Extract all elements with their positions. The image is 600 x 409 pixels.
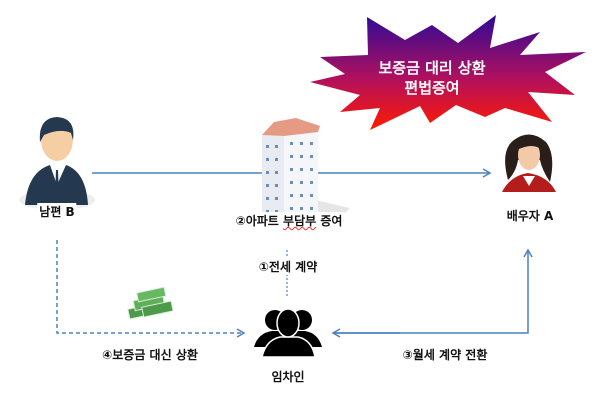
callout-line-2: 편법증여: [404, 79, 460, 97]
apartment-gift-label: ②아파트 부담부 증여: [233, 212, 345, 229]
spouse-icon: [502, 134, 556, 192]
starburst-shape: [310, 15, 586, 130]
monthly-label: ③월세 계약 전환: [400, 346, 490, 363]
callout-line-1: 보증금 대리 상환: [378, 59, 486, 77]
husband-icon: [19, 117, 95, 210]
monthly-contract-arrow-up: [333, 248, 533, 334]
repay-arrow: [56, 240, 246, 338]
starburst-callout: 보증금 대리 상환 편법증여: [378, 58, 485, 98]
husband-label: 남편 B: [37, 203, 77, 220]
spouse-label: 배우자 A: [504, 207, 556, 224]
apartment-building-icon: [262, 118, 350, 228]
apartment-prefix: ②아파트: [235, 214, 284, 228]
money-icon: [127, 286, 174, 320]
apartment-underlined: 부담부: [283, 214, 317, 228]
apartment-suffix: 증여: [316, 214, 343, 228]
tenant-group-icon: [254, 308, 322, 358]
tenant-label: 임차인: [269, 368, 307, 385]
lease-label: ①전세 계약: [256, 258, 320, 275]
repay-label: ④보증금 대신 상환: [100, 346, 200, 363]
